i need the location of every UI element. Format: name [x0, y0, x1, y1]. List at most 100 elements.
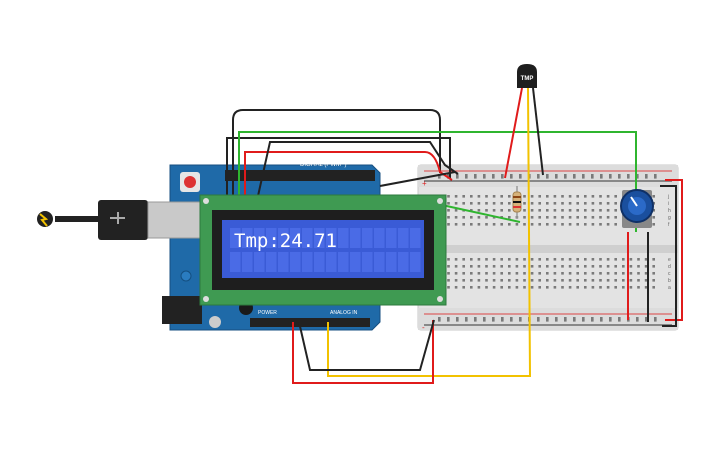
wire-green-lcd[interactable]: [441, 204, 521, 223]
breadboard-hole[interactable]: [645, 176, 648, 179]
breadboard-hole[interactable]: [582, 176, 585, 179]
breadboard-hole[interactable]: [462, 216, 465, 219]
breadboard-hole[interactable]: [546, 223, 549, 226]
breadboard-hole[interactable]: [470, 209, 473, 212]
breadboard-hole[interactable]: [614, 202, 617, 205]
breadboard-hole[interactable]: [614, 272, 617, 275]
breadboard-hole[interactable]: [584, 279, 587, 282]
breadboard-hole[interactable]: [462, 202, 465, 205]
breadboard-hole[interactable]: [614, 286, 617, 289]
breadboard-hole[interactable]: [470, 202, 473, 205]
breadboard-hole[interactable]: [462, 279, 465, 282]
breadboard-hole[interactable]: [501, 174, 504, 177]
breadboard-hole[interactable]: [465, 176, 468, 179]
breadboard-hole[interactable]: [477, 258, 481, 261]
lcd-module[interactable]: Tmp:24.71: [199, 194, 447, 306]
breadboard-hole[interactable]: [599, 209, 602, 212]
breadboard-hole[interactable]: [538, 195, 541, 198]
breadboard-hole[interactable]: [591, 317, 594, 320]
breadboard-hole[interactable]: [515, 258, 519, 261]
breadboard-hole[interactable]: [652, 209, 655, 212]
breadboard-hole[interactable]: [465, 319, 468, 322]
breadboard-hole[interactable]: [553, 258, 557, 261]
breadboard-hole[interactable]: [500, 265, 503, 268]
wire-black-rail[interactable]: [660, 185, 677, 327]
breadboard-hole[interactable]: [576, 195, 579, 198]
breadboard-hole[interactable]: [510, 317, 513, 320]
breadboard-hole[interactable]: [591, 272, 595, 275]
breadboard-hole[interactable]: [636, 317, 639, 320]
breadboard-hole[interactable]: [576, 223, 579, 226]
breadboard-hole[interactable]: [492, 279, 496, 282]
breadboard-hole[interactable]: [530, 223, 534, 226]
breadboard-hole[interactable]: [644, 265, 648, 268]
breadboard-hole[interactable]: [652, 223, 655, 226]
breadboard-hole[interactable]: [652, 216, 655, 219]
wire-red-rail[interactable]: [665, 179, 683, 321]
breadboard-hole[interactable]: [546, 176, 549, 179]
breadboard-hole[interactable]: [561, 279, 564, 282]
breadboard-hole[interactable]: [477, 223, 481, 226]
breadboard-hole[interactable]: [606, 209, 610, 212]
breadboard-hole[interactable]: [582, 319, 585, 322]
breadboard-hole[interactable]: [454, 286, 458, 289]
breadboard-hole[interactable]: [568, 265, 572, 268]
breadboard-hole[interactable]: [538, 279, 541, 282]
breadboard-hole[interactable]: [530, 265, 534, 268]
breadboard-hole[interactable]: [591, 286, 595, 289]
breadboard-hole[interactable]: [515, 286, 519, 289]
breadboard-hole[interactable]: [553, 272, 557, 275]
breadboard-hole[interactable]: [474, 319, 477, 322]
breadboard-hole[interactable]: [515, 223, 519, 226]
breadboard-hole[interactable]: [553, 202, 557, 205]
breadboard-hole[interactable]: [523, 209, 526, 212]
breadboard-hole[interactable]: [485, 286, 488, 289]
breadboard-hole[interactable]: [606, 202, 610, 205]
breadboard-hole[interactable]: [546, 279, 549, 282]
breadboard-hole[interactable]: [508, 202, 511, 205]
breadboard-hole[interactable]: [508, 286, 511, 289]
breadboard-hole[interactable]: [538, 223, 541, 226]
breadboard-hole[interactable]: [465, 174, 468, 177]
breadboard-hole[interactable]: [538, 265, 541, 268]
breadboard-hole[interactable]: [500, 272, 503, 275]
breadboard-hole[interactable]: [629, 279, 633, 282]
breadboard-hole[interactable]: [492, 258, 496, 261]
breadboard-hole[interactable]: [523, 223, 526, 226]
breadboard-hole[interactable]: [576, 258, 579, 261]
breadboard-hole[interactable]: [599, 216, 602, 219]
breadboard-hole[interactable]: [447, 223, 450, 226]
breadboard-hole[interactable]: [591, 258, 595, 261]
breadboard-hole[interactable]: [454, 216, 458, 219]
breadboard-hole[interactable]: [447, 216, 450, 219]
breadboard-hole[interactable]: [485, 216, 488, 219]
breadboard-hole[interactable]: [561, 195, 564, 198]
breadboard-hole[interactable]: [523, 265, 526, 268]
breadboard-hole[interactable]: [584, 272, 587, 275]
breadboard-hole[interactable]: [546, 202, 549, 205]
breadboard-hole[interactable]: [492, 272, 496, 275]
reset-button-cap[interactable]: [184, 176, 196, 188]
wire-red-sensor[interactable]: [504, 87, 523, 179]
breadboard-hole[interactable]: [508, 223, 511, 226]
breadboard-hole[interactable]: [438, 319, 441, 322]
breadboard-hole[interactable]: [652, 195, 655, 198]
breadboard-hole[interactable]: [645, 319, 648, 322]
wire-black-bottom[interactable]: [298, 319, 435, 371]
breadboard-hole[interactable]: [470, 279, 473, 282]
breadboard-hole[interactable]: [530, 279, 534, 282]
breadboard-hole[interactable]: [622, 272, 625, 275]
breadboard-hole[interactable]: [553, 265, 557, 268]
breadboard-hole[interactable]: [618, 317, 621, 320]
breadboard-hole[interactable]: [546, 209, 549, 212]
breadboard-hole[interactable]: [584, 265, 587, 268]
breadboard-hole[interactable]: [637, 272, 640, 275]
breadboard-hole[interactable]: [606, 258, 610, 261]
usb-cable[interactable]: [37, 200, 204, 240]
breadboard-hole[interactable]: [573, 176, 576, 179]
breadboard-hole[interactable]: [508, 216, 511, 219]
breadboard-hole[interactable]: [477, 195, 481, 198]
breadboard-hole[interactable]: [523, 195, 526, 198]
breadboard-hole[interactable]: [568, 209, 572, 212]
breadboard-hole[interactable]: [492, 286, 496, 289]
